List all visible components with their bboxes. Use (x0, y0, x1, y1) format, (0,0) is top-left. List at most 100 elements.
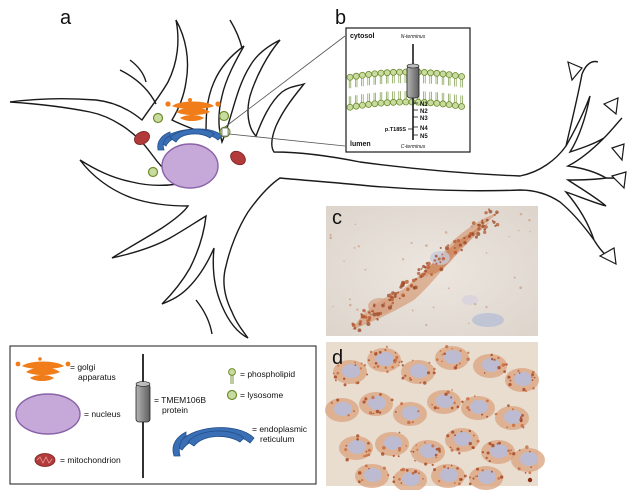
lipid-head (377, 69, 385, 77)
er-legend-icon (172, 427, 255, 457)
axon-terminal (610, 171, 627, 190)
zoom-marker (219, 126, 231, 138)
golgi-apparatus (165, 98, 221, 121)
lipid-head (396, 68, 404, 76)
cell-nucleus (342, 364, 360, 378)
label-lumen: lumen (350, 141, 371, 148)
lipid-bilayer (346, 68, 466, 111)
lipid-head (352, 102, 360, 110)
cell-nucleus (402, 406, 420, 420)
endoplasmic-reticulum (157, 128, 223, 151)
legend-tmem-line2: protein (162, 405, 188, 415)
panel-label-b: b (335, 7, 346, 29)
lysosome (147, 166, 159, 178)
zoom-line-bottom (228, 133, 346, 147)
inset-membrane: cytosol lumen N-terminus C-terminus p.T1… (345, 27, 471, 153)
lipid-head (433, 69, 441, 77)
legend-er-line2: reticulum (260, 434, 294, 444)
phospholipid-legend-icon (228, 368, 236, 384)
cell-nucleus (334, 402, 352, 416)
legend: = golgi apparatus = nucleus = mitochondr… (9, 345, 317, 485)
lysosome (152, 112, 164, 124)
axon-terminals (567, 60, 627, 266)
axon-terminal (598, 247, 617, 266)
lipid-head (408, 98, 416, 106)
label-n3: N3 (420, 116, 428, 122)
label-c-terminus: C-terminus (401, 144, 426, 150)
histology-image-d: d (325, 342, 545, 490)
cell-nucleus (472, 313, 504, 327)
lipid-head (451, 72, 459, 79)
label-variant: p.T185S (385, 127, 406, 133)
lipid-head (433, 99, 441, 107)
cell-nucleus (504, 410, 522, 424)
lipid-head (458, 103, 466, 110)
lipid-head (445, 71, 453, 79)
legend-er-line1: = endoplasmic (252, 424, 308, 434)
label-n2: N2 (420, 109, 428, 115)
label-n5: N5 (420, 134, 428, 140)
cell-nucleus (410, 364, 428, 378)
lipid-head (389, 98, 397, 106)
lipid-head (451, 102, 459, 109)
cell-nucleus (490, 444, 508, 458)
lipid-head (377, 99, 385, 107)
cell-nucleus (368, 396, 386, 410)
lipid-head (396, 98, 404, 106)
cell-nucleus (514, 372, 532, 386)
lipid-head (458, 73, 466, 80)
cell-nucleus (520, 452, 538, 466)
cell-nucleus (470, 400, 488, 414)
lipid-head (427, 99, 435, 107)
nucleus-legend-icon (15, 393, 81, 435)
panel-label-a: a (60, 7, 72, 29)
nucleus (161, 143, 219, 189)
cell-nucleus (420, 444, 438, 458)
lipid-head (358, 71, 366, 79)
label-n1: N1 (420, 102, 428, 108)
panel-label-d: d (332, 347, 343, 369)
cell-nucleus (440, 468, 458, 482)
legend-tmem-line1: = TMEM106B (154, 395, 206, 405)
mitochondrion (134, 131, 150, 145)
axon-terminal (610, 143, 625, 162)
lipid-head (420, 69, 428, 76)
lysosome-legend-icon (226, 389, 238, 401)
label-cytosol: cytosol (350, 33, 375, 40)
legend-nucleus: = nucleus (84, 409, 121, 419)
legend-golgi-line1: = golgi (70, 362, 95, 372)
lysosomes (147, 110, 230, 178)
lipid-head (445, 101, 453, 109)
cell-nucleus (436, 394, 454, 408)
axon-terminal (602, 97, 619, 116)
cell-nucleus (348, 440, 366, 454)
stain-puncta-c (329, 208, 531, 333)
axon-terminal (567, 60, 583, 82)
cell-nucleus (444, 350, 462, 364)
histology-image-c: c (326, 206, 538, 336)
lipid-head (383, 69, 391, 77)
lipid-head (383, 99, 391, 107)
legend-lysosome: = lysosome (240, 390, 283, 400)
lipid-head (371, 70, 379, 78)
cell-nucleus (482, 358, 500, 372)
lysosome (218, 110, 230, 122)
cell-nucleus (478, 470, 496, 484)
lipid-head (352, 72, 360, 80)
lipid-head (439, 70, 447, 78)
legend-golgi-line2: apparatus (78, 372, 116, 382)
lipid-head (402, 98, 410, 106)
zoom-line-top (224, 35, 346, 128)
stain-puncta-d (330, 344, 536, 486)
label-n4: N4 (420, 126, 428, 132)
lipid-head (427, 69, 435, 77)
mitochondrion-legend-icon (34, 453, 56, 467)
legend-mitochondrion: = mitochondrion (60, 455, 121, 465)
legend-phospholipid: = phospholipid (240, 369, 295, 379)
golgi-legend-icon (15, 357, 71, 381)
lipid-head (358, 101, 366, 109)
cell-nucleus (402, 472, 420, 486)
lipid-head (365, 71, 373, 78)
